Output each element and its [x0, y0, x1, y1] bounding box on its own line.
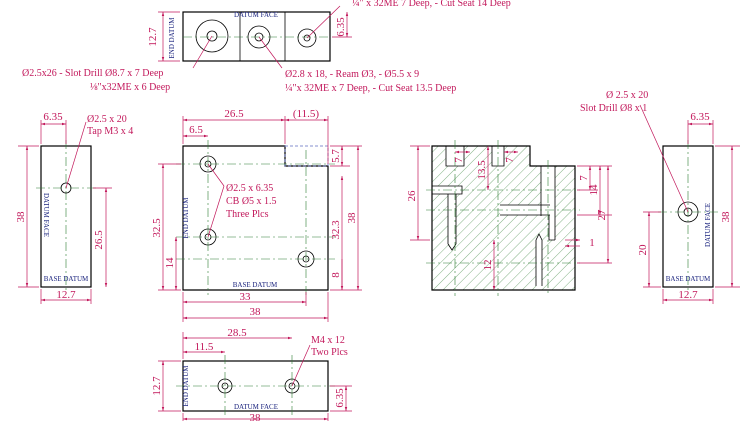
top-note-top: ¼" x 32ME 7 Deep, - Cut Seat 14 Deep — [352, 0, 511, 9]
bottom-view: 28.5 11.5 M4 x 12 Two Plcs 12.7 END DATU… — [151, 327, 352, 421]
right-note1: Ø 2.5 x 20 — [606, 90, 648, 101]
bottom-dim-right: 6.35 — [334, 388, 346, 408]
front-base-datum: BASE DATUM — [233, 281, 278, 289]
front-dim-265: 26.5 — [224, 108, 244, 120]
top-note-mid2: ¼"x 32ME x 7 Deep, - Cut Seat 13.5 Deep — [285, 83, 456, 94]
right-dim-top: 6.35 — [690, 111, 710, 123]
bottom-dim-height: 12.7 — [151, 376, 163, 396]
top-note-mid: Ø2.8 x 18, - Ream Ø3, - Ø5.5 x 9 — [285, 69, 419, 80]
top-note-left: Ø2.5x26 - Slot Drill Ø8.7 x 7 Deep — [22, 68, 163, 79]
top-dim-right: 6.35 — [335, 17, 347, 37]
section-dim-14: 14 — [588, 184, 600, 196]
front-dim-8: 8 — [330, 272, 342, 278]
right-base-datum: BASE DATUM — [666, 275, 711, 283]
section-dim-27: 27 — [596, 209, 608, 221]
front-dim-38r: 38 — [346, 212, 358, 224]
bottom-dim-285: 28.5 — [227, 327, 247, 339]
front-dim-57: 5.7 — [330, 149, 342, 163]
top-datum-face: DATUM FACE — [234, 11, 278, 19]
front-dim-38b: 38 — [250, 306, 262, 318]
section-outline — [431, 145, 576, 291]
right-dim-width: 12.7 — [678, 289, 698, 301]
left-dim-height: 38 — [15, 211, 27, 223]
front-note2: CB Ø5 x 1.5 — [226, 196, 277, 207]
left-note1: Ø2.5 x 20 — [87, 114, 127, 125]
right-dim-38: 38 — [720, 211, 732, 223]
right-dim-20: 20 — [637, 244, 649, 256]
bottom-note2: Two Plcs — [311, 347, 348, 358]
front-dim-33: 33 — [240, 291, 252, 303]
top-dim-height: 12.7 — [147, 27, 159, 47]
top-note-left2: ⅛"x32ME x 6 Deep — [90, 82, 170, 93]
left-dim-hole: 26.5 — [93, 230, 105, 250]
top-hole-small — [297, 28, 317, 48]
front-dim-115: (11.5) — [293, 108, 320, 120]
left-view: 6.35 Ø2.5 x 20 Tap M3 x 4 38 26.5 DATUM … — [15, 111, 133, 304]
right-note2: Slot Drill Ø8 x 1 — [580, 103, 647, 114]
left-note2: Tap M3 x 4 — [87, 126, 133, 137]
front-view: 26.5 (11.5) 6.5 5.7 32.3 38 8 32.5 14 EN… — [151, 108, 362, 322]
bottom-dim-115: 11.5 — [195, 341, 214, 353]
top-hole-large — [195, 19, 229, 53]
front-dim-325: 32.5 — [151, 218, 163, 238]
bottom-dim-38: 38 — [250, 412, 262, 421]
bottom-datum-face: DATUM FACE — [234, 403, 278, 411]
top-view: 12.7 END DATUM DATUM FACE 6.35 ¼" x 32ME… — [22, 0, 511, 94]
right-view: Ø 2.5 x 20 Slot Drill Ø8 x 1 6.35 38 20 … — [580, 90, 740, 304]
front-dim-65: 6.5 — [189, 124, 203, 136]
front-removed-corner — [284, 145, 329, 167]
front-dim-323: 32.3 — [330, 220, 342, 240]
left-dim-width: 12.7 — [56, 289, 76, 301]
left-dim-top: 6.35 — [43, 111, 63, 123]
top-end-datum: END DATUM — [168, 17, 176, 59]
bottom-note1: M4 x 12 — [311, 335, 345, 346]
top-view-outline — [182, 11, 331, 62]
front-dim-14: 14 — [164, 257, 176, 269]
bottom-end-datum: END DATUM — [182, 365, 190, 407]
section-view: 7 13.5 7 26 7 14 27 12 1 — [406, 140, 612, 296]
front-note3: Three Plcs — [226, 209, 269, 220]
right-datum-face: DATUM FACE — [704, 203, 712, 247]
left-datum-face: DATUM FACE — [42, 193, 50, 237]
section-dim-7a: 7 — [453, 157, 465, 163]
section-dim-135: 13.5 — [476, 160, 488, 180]
section-dim-7b: 7 — [504, 157, 516, 163]
section-dim-1: 1 — [589, 237, 595, 249]
front-end-datum: END DATUM — [182, 197, 190, 239]
front-note1: Ø2.5 x 6.35 — [226, 183, 273, 194]
section-dim-12: 12 — [482, 260, 494, 271]
left-base-datum: BASE DATUM — [44, 275, 89, 283]
section-dim-26: 26 — [406, 190, 418, 202]
section-dim-7c: 7 — [578, 175, 590, 181]
